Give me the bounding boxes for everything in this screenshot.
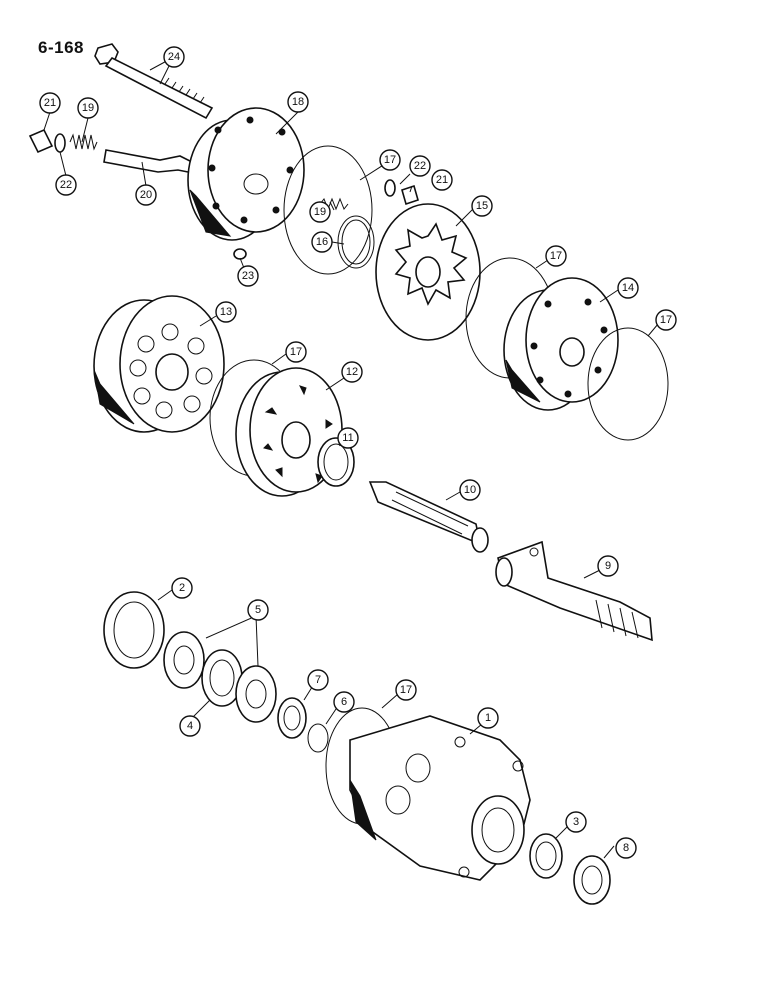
callout-10: 10 bbox=[459, 479, 481, 501]
callout-5: 5 bbox=[247, 599, 269, 621]
callout-17-upper: 17 bbox=[379, 149, 401, 171]
valve-plate-part bbox=[375, 203, 481, 341]
callout-21-left: 21 bbox=[39, 92, 61, 114]
page-number: 6-168 bbox=[38, 38, 84, 57]
callout-6: 6 bbox=[333, 691, 355, 713]
callout-9: 9 bbox=[597, 555, 619, 577]
callout-22-center: 22 bbox=[409, 155, 431, 177]
callout-7: 7 bbox=[307, 669, 329, 691]
gerotor-part-left bbox=[93, 295, 225, 433]
callout-17-left: 17 bbox=[285, 341, 307, 363]
svg-text:17: 17 bbox=[660, 314, 672, 326]
callout-2: 2 bbox=[171, 577, 193, 599]
housing-part bbox=[349, 715, 531, 881]
callout-12: 12 bbox=[341, 361, 363, 383]
callout-14: 14 bbox=[617, 277, 639, 299]
svg-text:13: 13 bbox=[220, 306, 232, 318]
thrust-washer-part-front bbox=[163, 631, 205, 689]
svg-text:9: 9 bbox=[605, 560, 611, 572]
callout-13: 13 bbox=[215, 301, 237, 323]
svg-text:4: 4 bbox=[187, 720, 193, 732]
svg-text:19: 19 bbox=[82, 102, 94, 114]
callout-15: 15 bbox=[471, 195, 493, 217]
svg-text:24: 24 bbox=[168, 51, 180, 63]
seal-ring-part-far-right bbox=[587, 327, 669, 441]
svg-text:11: 11 bbox=[342, 432, 353, 444]
plug-part-left bbox=[28, 128, 66, 154]
svg-text:19: 19 bbox=[314, 206, 326, 218]
callout-16: 16 bbox=[311, 231, 333, 253]
svg-text:17: 17 bbox=[400, 684, 412, 696]
gerotor-part-right bbox=[503, 277, 619, 411]
svg-text:6: 6 bbox=[341, 696, 347, 708]
svg-text:3: 3 bbox=[573, 816, 579, 828]
end-cover-part bbox=[187, 107, 305, 241]
callout-3: 3 bbox=[565, 811, 587, 833]
callout-17-far-right: 17 bbox=[655, 309, 677, 331]
svg-text:5: 5 bbox=[255, 604, 261, 616]
svg-text:17: 17 bbox=[550, 250, 562, 262]
callout-8: 8 bbox=[615, 837, 637, 859]
svg-text:7: 7 bbox=[315, 674, 321, 686]
callout-24: 24 bbox=[163, 46, 185, 68]
plug-part-center bbox=[384, 179, 419, 206]
callout-17-right: 17 bbox=[545, 245, 567, 267]
svg-text:21: 21 bbox=[44, 97, 56, 109]
svg-text:22: 22 bbox=[414, 160, 426, 172]
svg-text:17: 17 bbox=[290, 346, 302, 358]
svg-text:17: 17 bbox=[384, 154, 396, 166]
svg-text:10: 10 bbox=[464, 484, 476, 496]
callout-17-housing: 17 bbox=[395, 679, 417, 701]
bolt-part bbox=[94, 43, 214, 120]
spring-part-center bbox=[319, 197, 349, 211]
thrust-bearing-part bbox=[317, 437, 355, 487]
needle-bearing-part-housing bbox=[529, 833, 563, 879]
shaft-part bbox=[495, 540, 653, 642]
svg-text:23: 23 bbox=[242, 270, 254, 282]
dust-seal-part bbox=[277, 697, 307, 739]
svg-text:16: 16 bbox=[316, 236, 328, 248]
callout-11: 11 bbox=[337, 427, 359, 449]
callout-19-center: 19 bbox=[309, 201, 331, 223]
seal-ring-part-upper bbox=[283, 145, 373, 275]
svg-text:22: 22 bbox=[60, 179, 72, 191]
svg-text:8: 8 bbox=[623, 842, 629, 854]
ball-part bbox=[233, 248, 247, 260]
svg-text:20: 20 bbox=[140, 189, 152, 201]
svg-text:12: 12 bbox=[346, 366, 358, 378]
svg-text:14: 14 bbox=[622, 282, 634, 294]
thrust-washer-part-rear bbox=[235, 665, 277, 723]
svg-text:18: 18 bbox=[292, 96, 304, 108]
callout-23: 23 bbox=[237, 265, 259, 287]
svg-text:15: 15 bbox=[476, 200, 488, 212]
callout-22-left: 22 bbox=[55, 174, 77, 196]
svg-text:21: 21 bbox=[436, 174, 448, 186]
callout-20: 20 bbox=[135, 184, 157, 206]
o-ring-part bbox=[307, 723, 329, 753]
callout-18: 18 bbox=[287, 91, 309, 113]
svg-text:1: 1 bbox=[485, 712, 491, 724]
callout-19-left: 19 bbox=[77, 97, 99, 119]
callout-21-center: 21 bbox=[431, 169, 453, 191]
poppet-part bbox=[103, 149, 201, 175]
shaft-seal-part bbox=[103, 591, 165, 669]
svg-text:2: 2 bbox=[179, 582, 185, 594]
outer-seal-part bbox=[573, 855, 611, 905]
spring-part-left bbox=[69, 133, 98, 151]
drive-link-part bbox=[368, 481, 489, 553]
callout-1: 1 bbox=[477, 707, 499, 729]
callout-4: 4 bbox=[179, 715, 201, 737]
seal-part bbox=[337, 215, 375, 269]
